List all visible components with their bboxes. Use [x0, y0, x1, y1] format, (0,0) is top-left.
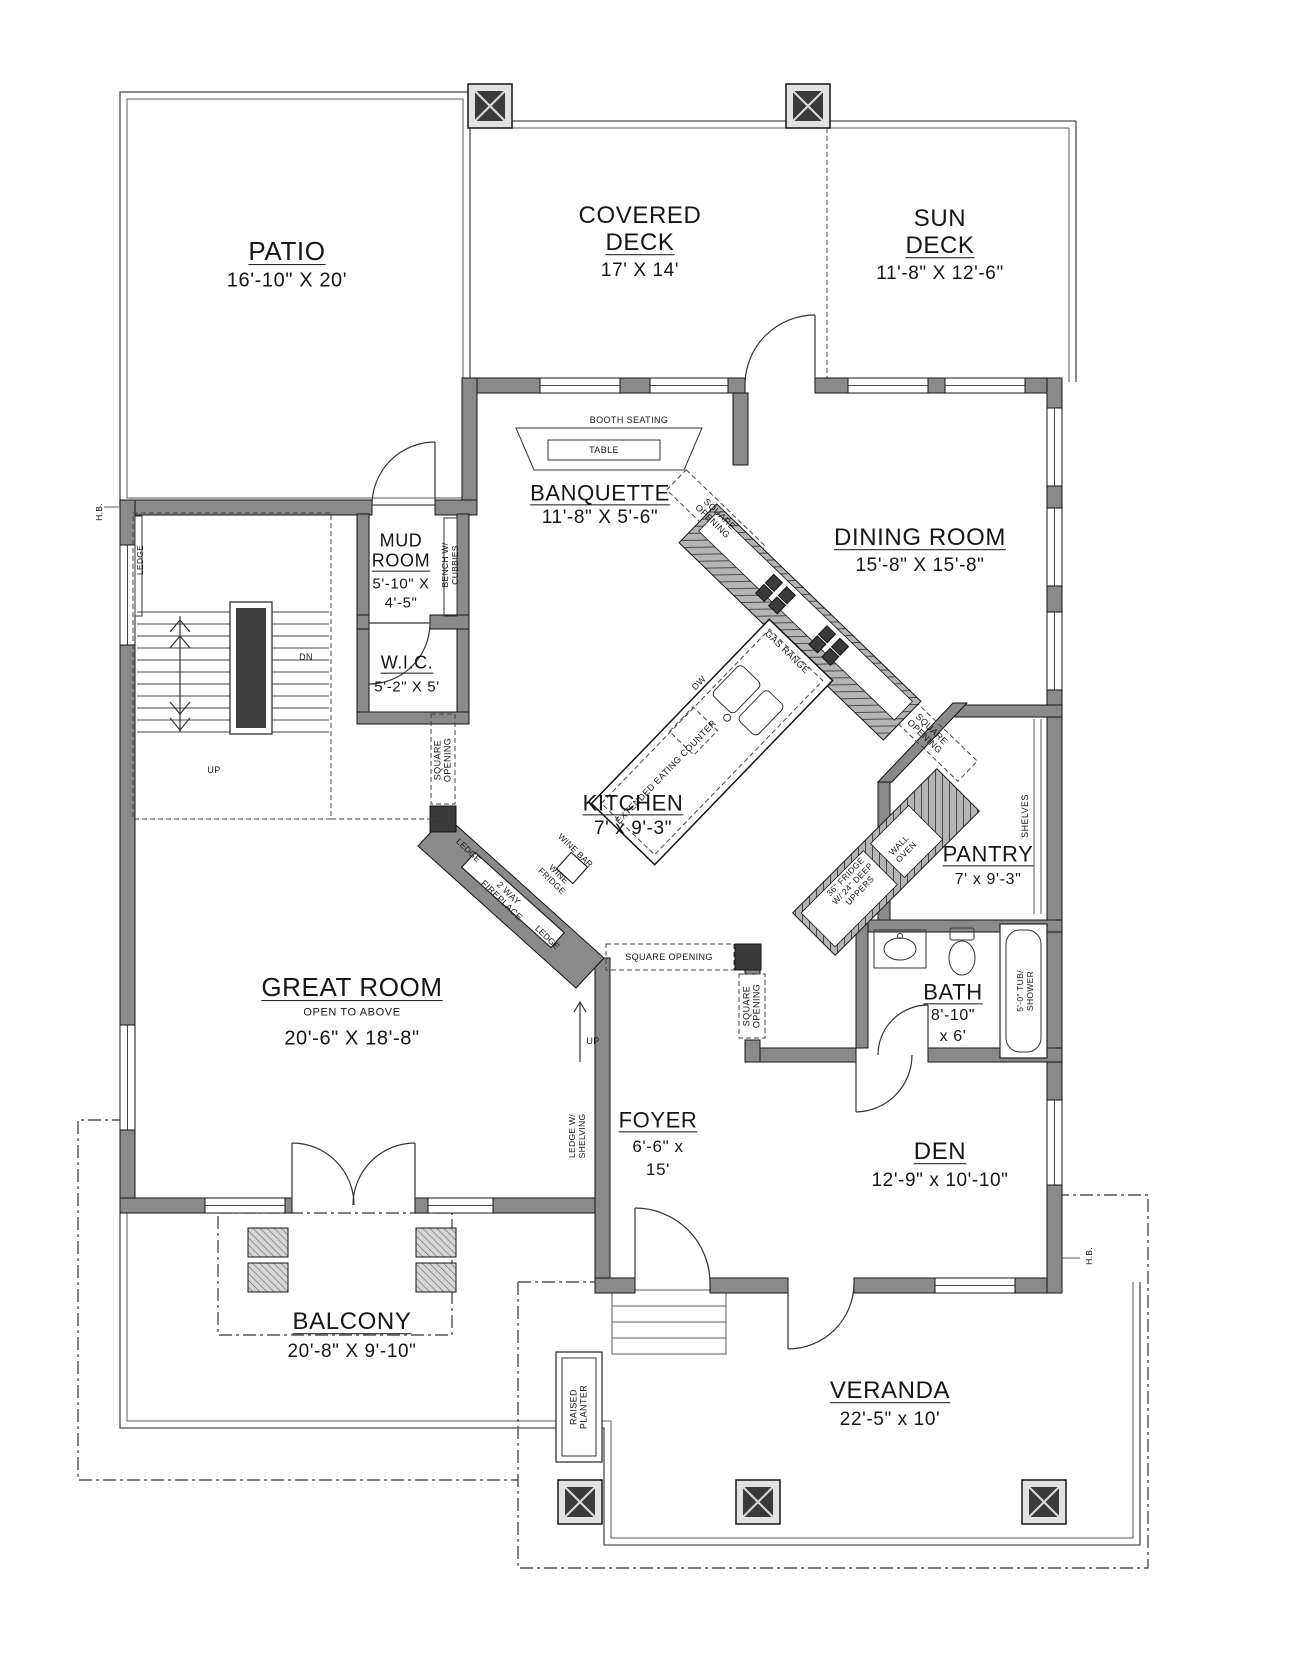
- mud-room-dims-line1: 5'-10" X: [372, 575, 430, 593]
- bath-dims-line1: 8'-10": [930, 1006, 976, 1024]
- veranda-title: VERANDA: [829, 1377, 951, 1405]
- table-label: TABLE: [589, 444, 619, 455]
- den-title: DEN: [913, 1138, 967, 1166]
- ledge-shelving-label: LEDGE W/ SHELVING: [567, 1113, 587, 1159]
- bath-dims-line2: x 6': [939, 1027, 967, 1045]
- fireplace-inserts: [460, 851, 589, 949]
- mud-room-title-line2: ROOM: [371, 550, 431, 571]
- deck-outlines: [119, 91, 1077, 506]
- bath-title: BATH: [923, 979, 983, 1005]
- banquette-bench: [515, 427, 703, 471]
- covered-deck-title-line2: DECK: [605, 229, 675, 257]
- up-label-foyer: UP: [586, 1035, 600, 1046]
- kitchen-dims: 7' x 9'-3": [593, 818, 673, 840]
- balcony-title: BALCONY: [292, 1308, 412, 1336]
- up-label-stairs: UP: [207, 764, 221, 775]
- mudroom-bench: [443, 517, 458, 617]
- banquette-title: BANQUETTE: [530, 480, 670, 506]
- ledge-label-3: LEDGE: [135, 544, 146, 576]
- great-room-title: GREAT ROOM: [261, 972, 443, 1003]
- pantry-dims: 7' x 9'-3": [954, 870, 1022, 888]
- square-opening-label-4: SQUARE OPENING: [625, 951, 713, 962]
- balcony-veranda-railings: [119, 1213, 1141, 1546]
- den-dims: 12'-9" x 10'-10": [871, 1170, 1009, 1192]
- square-opening-label-3: SQUARE OPENING: [432, 737, 453, 783]
- raised-planter-label: RAISED PLANTER: [568, 1384, 589, 1430]
- hose-bib-label-right: H.B.: [1084, 1247, 1095, 1265]
- covered-deck-dims: 17' X 14': [600, 260, 680, 282]
- mud-room-dims-line2: 4'-5": [384, 594, 418, 612]
- dining-room-title: DINING ROOM: [834, 524, 1006, 552]
- doors: [291, 314, 929, 1350]
- sun-deck-dims: 11'-8" X 12'-6": [876, 263, 1004, 285]
- great-room-subtitle: OPEN TO ABOVE: [303, 1006, 401, 1019]
- wic-dims: 5'-2" X 5': [374, 678, 440, 696]
- kitchen-title: KITCHEN: [582, 790, 684, 816]
- foyer-dims-line2: 15': [646, 1160, 670, 1180]
- wic-title: W.I.C.: [380, 652, 434, 673]
- hose-bib-marks: [104, 506, 1080, 1259]
- windows: [119, 377, 1063, 1294]
- mud-room-title-line1: MUD: [379, 530, 423, 551]
- range-counter: [678, 503, 922, 741]
- kitchen-island: [590, 618, 834, 866]
- raised-planter: [555, 1351, 603, 1463]
- great-room-dims: 20'-6" X 18'-8": [284, 1027, 420, 1050]
- bath-fixtures: [873, 923, 1048, 1059]
- porch-steps: [611, 1289, 727, 1355]
- balcony-dims: 20'-8" X 9'-10": [287, 1341, 417, 1363]
- hose-bib-label-left: H.B.: [94, 503, 105, 521]
- booth-seating-label: BOOTH SEATING: [589, 414, 669, 425]
- sun-deck-title-line1: SUN: [913, 205, 967, 233]
- pantry-title: PANTRY: [942, 841, 1034, 867]
- tub-shower-label: 5'-0" TUB/ SHOWER: [1015, 970, 1035, 1012]
- foyer-title: FOYER: [618, 1107, 698, 1133]
- balcony-posts: [247, 1227, 457, 1293]
- sun-deck-title-line2: DECK: [905, 232, 975, 260]
- veranda-dims: 22'-5" x 10': [839, 1409, 941, 1431]
- shelves-label: SHELVES: [1019, 794, 1030, 838]
- patio-title: PATIO: [248, 236, 326, 267]
- deck-posts: [467, 83, 1067, 1525]
- banquette-dims: 11'-8" X 5'-6": [541, 507, 659, 529]
- square-opening-label-5: SQUARE OPENING: [741, 983, 762, 1029]
- covered-deck-title-line1: COVERED: [578, 202, 702, 230]
- patio-dims: 16'-10" X 20': [226, 269, 348, 292]
- dn-label: DN: [299, 651, 313, 662]
- pantry-shelves: [1033, 719, 1042, 914]
- stairs: [132, 512, 332, 820]
- dining-room-dims: 15'-8" X 15'-8": [855, 555, 985, 577]
- bench-cubbies-label: BENCH W/ CUBBIES: [440, 542, 460, 588]
- foyer-dims-line1: 6'-6" x: [632, 1137, 684, 1157]
- fridge-oven-counter: [791, 767, 981, 957]
- foyer-up-arrow: [573, 1000, 587, 1062]
